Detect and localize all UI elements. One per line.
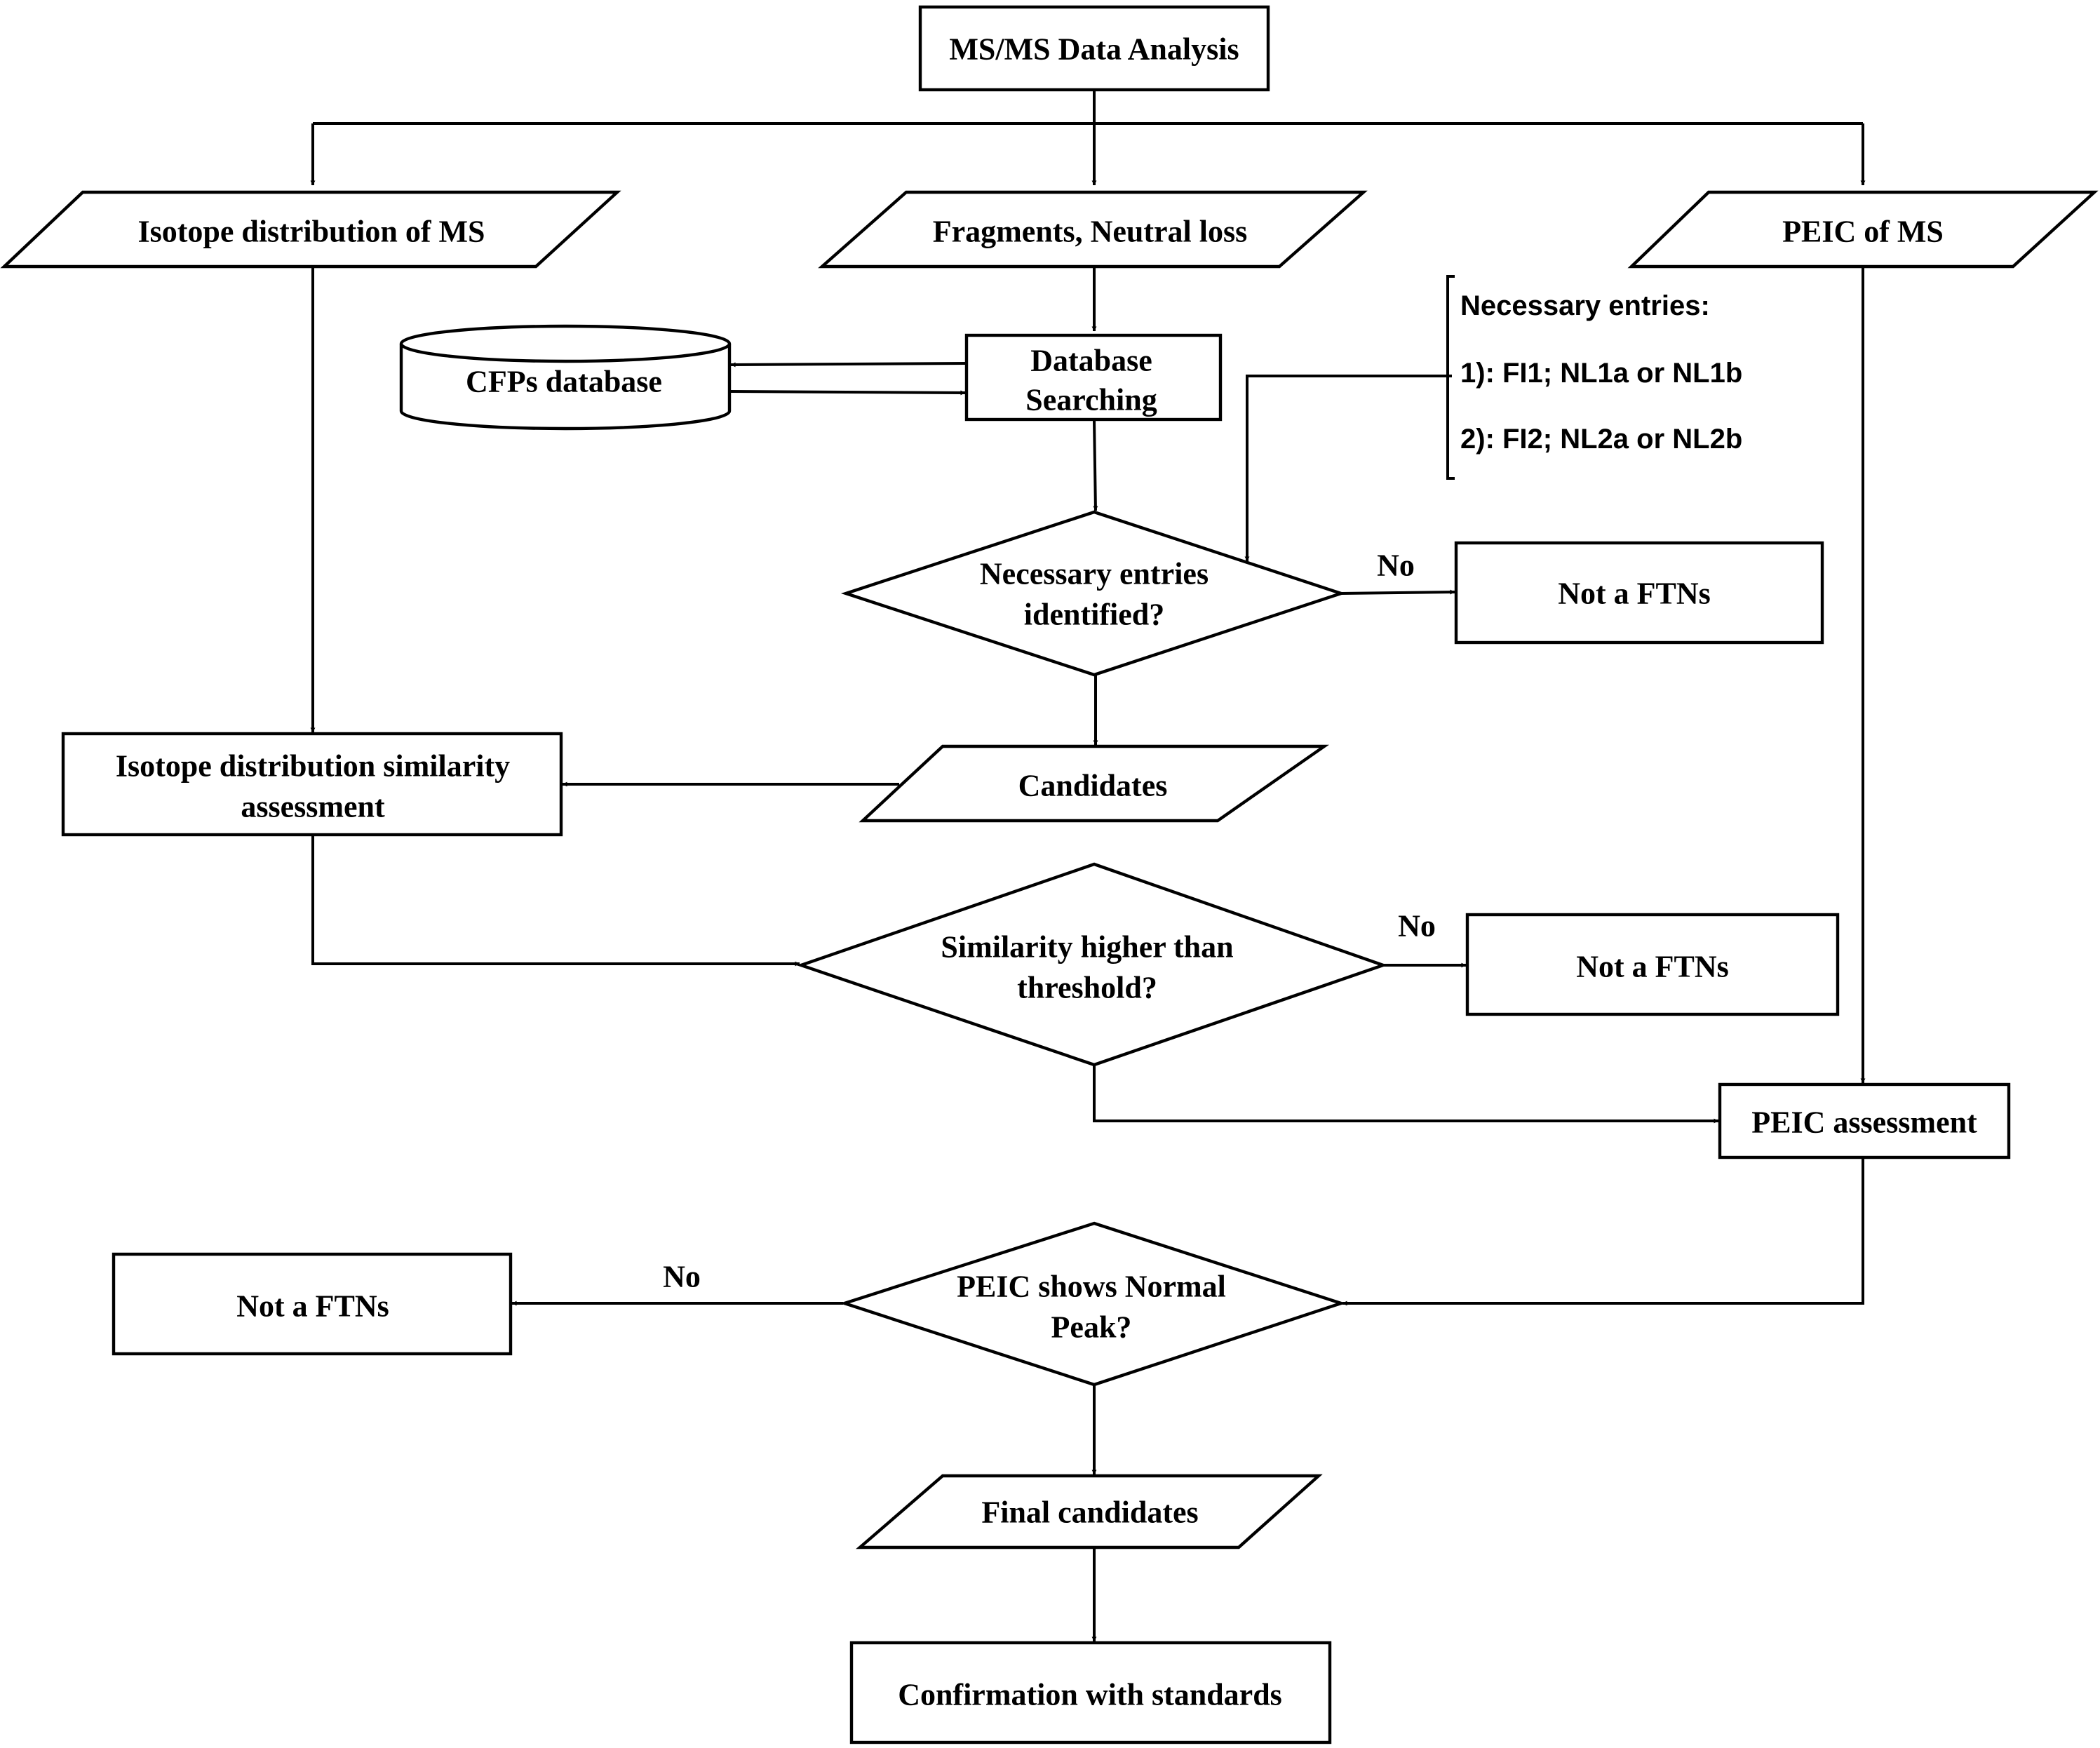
node-decision-peic: PEIC shows Normal Peak? bbox=[839, 1221, 1347, 1387]
node-isotope-assessment-line-1: Isotope distribution similarity bbox=[116, 749, 510, 784]
node-peic-assessment-label: PEIC assessment bbox=[1751, 1105, 1977, 1140]
note-line-2: 2): FI2; NL2a or NL2b bbox=[1460, 424, 1742, 455]
edges bbox=[310, 90, 1866, 1642]
node-confirmation: Confirmation with standards bbox=[849, 1641, 1332, 1744]
node-isotope-input: Isotope distribution of MS bbox=[0, 190, 621, 269]
node-decision-peic-line-1: PEIC shows Normal bbox=[957, 1270, 1226, 1304]
node-peic-input: PEIC of MS bbox=[1627, 190, 2099, 269]
node-reject-3: Not a FTNs bbox=[112, 1252, 513, 1356]
node-cfps-database-label: CFPs database bbox=[466, 365, 662, 399]
node-fragments-input: Fragments, Neutral loss bbox=[818, 190, 1368, 269]
node-fragments-input-label: Fragments, Neutral loss bbox=[933, 215, 1248, 249]
note-necessary-entries: Necessary entries: 1): FI1; NL1a or NL1b… bbox=[1446, 275, 1742, 480]
edge-decision-similarity-to-peic-assessment bbox=[1093, 1065, 1719, 1124]
note-bracket bbox=[1446, 275, 1455, 480]
edge-decision-entries-no bbox=[1340, 589, 1455, 595]
node-reject-1-label: Not a FTNs bbox=[1558, 577, 1711, 611]
node-reject-2: Not a FTNs bbox=[1465, 913, 1840, 1016]
node-decision-similarity-line-1: Similarity higher than bbox=[941, 930, 1233, 964]
edge-label-no-2: No bbox=[1398, 909, 1436, 943]
node-reject-3-label: Not a FTNs bbox=[236, 1289, 389, 1324]
node-confirmation-label: Confirmation with standards bbox=[898, 1678, 1282, 1712]
node-start: MS/MS Data Analysis bbox=[918, 5, 1270, 92]
node-db-search-line-1: Database bbox=[1030, 344, 1152, 378]
node-decision-similarity: Similarity higher than threshold? bbox=[796, 862, 1388, 1067]
node-db-search-line-2: Searching bbox=[1025, 383, 1157, 417]
node-decision-entries-line-1: Necessary entries bbox=[980, 557, 1209, 591]
edge-db-search-to-cfps bbox=[730, 362, 967, 368]
node-db-search: Database Searching bbox=[964, 333, 1223, 422]
node-reject-1: Not a FTNs bbox=[1454, 541, 1824, 645]
note-line-1: 1): FI1; NL1a or NL1b bbox=[1460, 358, 1742, 389]
edge-label-no-3: No bbox=[663, 1260, 701, 1294]
node-decision-peic-line-2: Peak? bbox=[1051, 1310, 1132, 1345]
edge-isotope-assessment-to-decision-similarity bbox=[311, 835, 800, 967]
note-title: Necessary entries: bbox=[1460, 290, 1710, 321]
edge-db-search-to-decision-entries bbox=[1093, 420, 1098, 511]
edge-cfps-to-db-search bbox=[730, 390, 966, 396]
edge-note-to-decision-entries bbox=[1244, 375, 1452, 562]
edge-label-no-1: No bbox=[1377, 549, 1415, 583]
node-start-label: MS/MS Data Analysis bbox=[949, 32, 1239, 67]
node-peic-assessment: PEIC assessment bbox=[1718, 1082, 2011, 1159]
node-peic-input-label: PEIC of MS bbox=[1782, 215, 1944, 249]
node-decision-similarity-line-2: threshold? bbox=[1017, 971, 1157, 1005]
node-isotope-input-label: Isotope distribution of MS bbox=[137, 215, 485, 249]
node-reject-2-label: Not a FTNs bbox=[1576, 950, 1729, 984]
node-candidates: Candidates bbox=[859, 744, 1330, 823]
node-decision-entries-line-2: identified? bbox=[1024, 598, 1164, 632]
node-isotope-assessment-line-2: assessment bbox=[241, 790, 385, 824]
node-candidates-label: Candidates bbox=[1018, 769, 1168, 803]
node-final-candidates-label: Final candidates bbox=[981, 1495, 1198, 1530]
node-cfps-database: CFPs database bbox=[399, 324, 732, 431]
edge-peic-assessment-to-decision-peic bbox=[1342, 1157, 1864, 1306]
node-decision-entries: Necessary entries identified? bbox=[840, 510, 1347, 677]
node-final-candidates: Final candidates bbox=[856, 1474, 1323, 1549]
node-isotope-assessment: Isotope distribution similarity assessme… bbox=[61, 732, 563, 837]
